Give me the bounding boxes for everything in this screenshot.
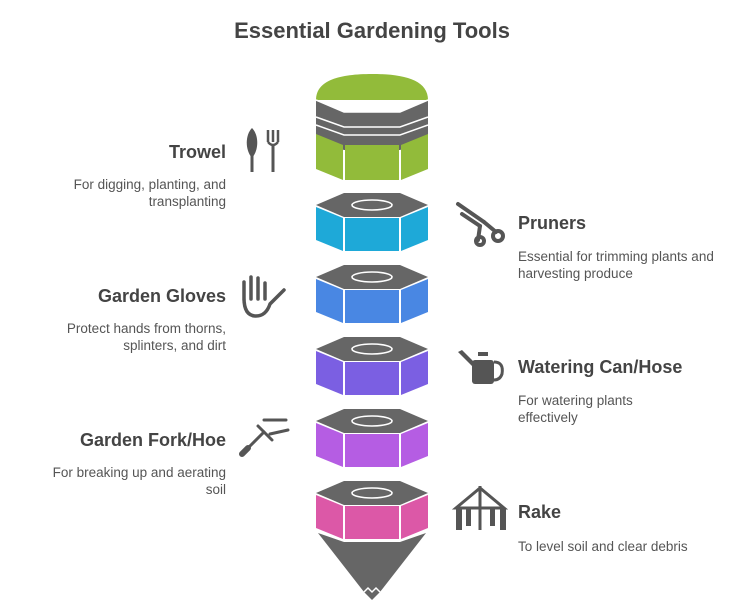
label-watering-can: Watering Can/Hose: [518, 357, 683, 377]
pencil-segment: [315, 480, 429, 539]
label-garden-fork: Garden Fork/Hoe: [79, 430, 226, 450]
garden-fork-icon: [239, 418, 290, 457]
desc-rake: To level soil and clear debris: [518, 539, 688, 554]
rake-icon: [451, 486, 509, 530]
desc-garden-fork: For breaking up and aerating soil: [52, 465, 226, 497]
glove-icon: [242, 275, 286, 318]
pruners-icon: [456, 202, 505, 247]
pencil-segment: [315, 336, 429, 395]
label-garden-gloves: Garden Gloves: [97, 286, 226, 306]
pencil-segment: [315, 192, 429, 251]
desc-trowel: For digging, planting, and transplanting: [73, 177, 226, 209]
label-trowel: Trowel: [168, 142, 226, 162]
label-pruners: Pruners: [518, 213, 587, 233]
trowel-fork-icon: [246, 128, 280, 172]
pencil-segment: [315, 264, 429, 323]
desc-watering-can: For watering plants effectively: [518, 393, 633, 425]
desc-pruners: Essential for trimming plants and harves…: [518, 249, 714, 281]
diagram-title: Essential Gardening Tools: [234, 18, 510, 43]
pencil-eraser-segment: [315, 74, 429, 180]
desc-garden-gloves: Protect hands from thorns, splinters, an…: [66, 321, 226, 353]
pencil-segment: [315, 408, 429, 467]
label-rake: Rake: [518, 502, 562, 522]
watering-can-icon: [458, 350, 504, 384]
pencil-tip: [318, 533, 426, 600]
